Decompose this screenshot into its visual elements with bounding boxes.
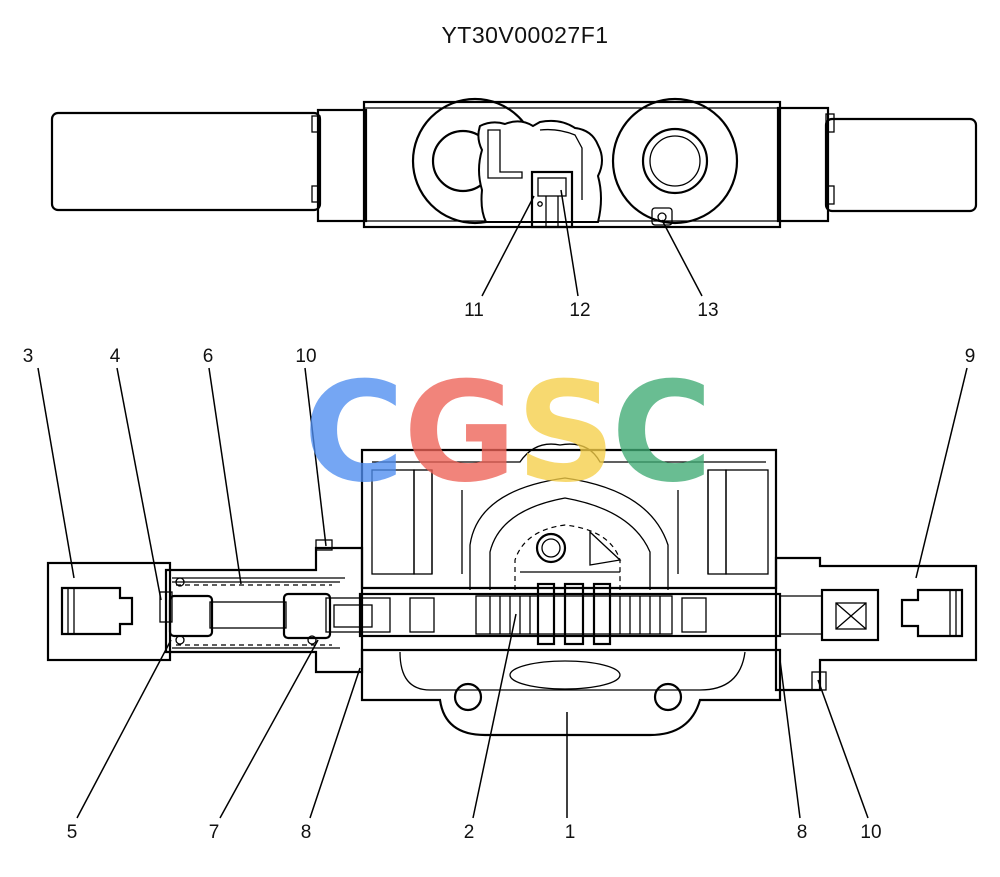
callout-2: 2: [464, 822, 475, 843]
watermark-letter-g: G: [403, 352, 516, 513]
callout-9: 9: [965, 346, 976, 367]
watermark-letter-s: S: [516, 352, 615, 513]
watermark-letter-c1: C: [303, 352, 404, 513]
left-end-cap: [46, 561, 172, 662]
callout-6: 6: [203, 346, 214, 367]
drawing-code: YT30V00027F1: [441, 22, 608, 48]
valve-body-lower: [360, 648, 782, 737]
top-view: [50, 97, 978, 229]
watermark-letter-c2: C: [611, 352, 712, 513]
spool: [358, 592, 782, 638]
watermark: C G S C: [303, 352, 712, 513]
passage-arch: [469, 477, 669, 590]
right-flange: [776, 106, 830, 223]
right-end-cap: [774, 556, 978, 692]
callout-8-right: 8: [797, 822, 808, 843]
right-cap: [824, 117, 978, 213]
left-cap: [50, 111, 322, 212]
callout-5: 5: [67, 822, 78, 843]
section-view: [46, 443, 978, 737]
callout-8-left: 8: [301, 822, 312, 843]
callout-10-bottom: 10: [860, 822, 881, 843]
spring-housing: [164, 546, 364, 674]
callout-7: 7: [209, 822, 220, 843]
callout-3: 3: [23, 346, 34, 367]
callout-10-top: 10: [295, 346, 316, 367]
left-flange: [316, 108, 368, 223]
callout-11: 11: [464, 300, 484, 321]
right-port-boss: [611, 97, 739, 225]
callout-12: 12: [569, 300, 590, 321]
callout-4: 4: [110, 346, 121, 367]
callout-1: 1: [565, 822, 576, 843]
callout-13: 13: [697, 300, 718, 321]
